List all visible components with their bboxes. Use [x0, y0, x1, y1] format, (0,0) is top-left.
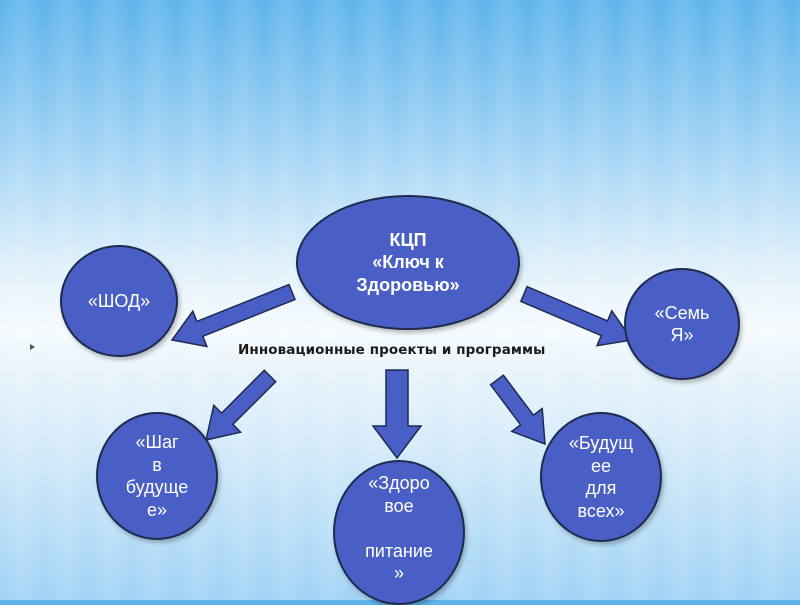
arrow-to-semya: [519, 285, 634, 347]
node-zdorov-label: «Здоро вое питание »: [365, 473, 433, 583]
arrow-to-zdorov: [371, 369, 423, 460]
center-node-kcp: КЦП «Ключ к Здоровью»: [296, 195, 520, 330]
node-semya-label: «Семь Я»: [654, 302, 710, 346]
node-budushee-dlya-vseh: «Будущ ее для всех»: [540, 412, 662, 542]
node-zdorovoe-pitanie: «Здоро вое питание »: [333, 460, 465, 605]
arrow-to-shag: [205, 369, 277, 441]
node-semya: «Семь Я»: [624, 268, 740, 380]
bullet-marker: [30, 344, 35, 350]
diagram-caption: Инновационные проекты и программы: [238, 342, 546, 358]
node-shag-v-budushee: «Шаг в будуще е»: [96, 412, 218, 540]
arrow-to-budush: [489, 374, 546, 446]
arrow-to-shod: [170, 283, 296, 348]
center-node-label: КЦП «Ключ к Здоровью»: [356, 229, 460, 295]
node-shod: «ШОД»: [60, 245, 178, 357]
node-shod-label: «ШОД»: [87, 290, 151, 311]
node-budush-label: «Будущ ее для всех»: [568, 433, 634, 521]
node-shag-label: «Шаг в будуще е»: [125, 432, 189, 520]
